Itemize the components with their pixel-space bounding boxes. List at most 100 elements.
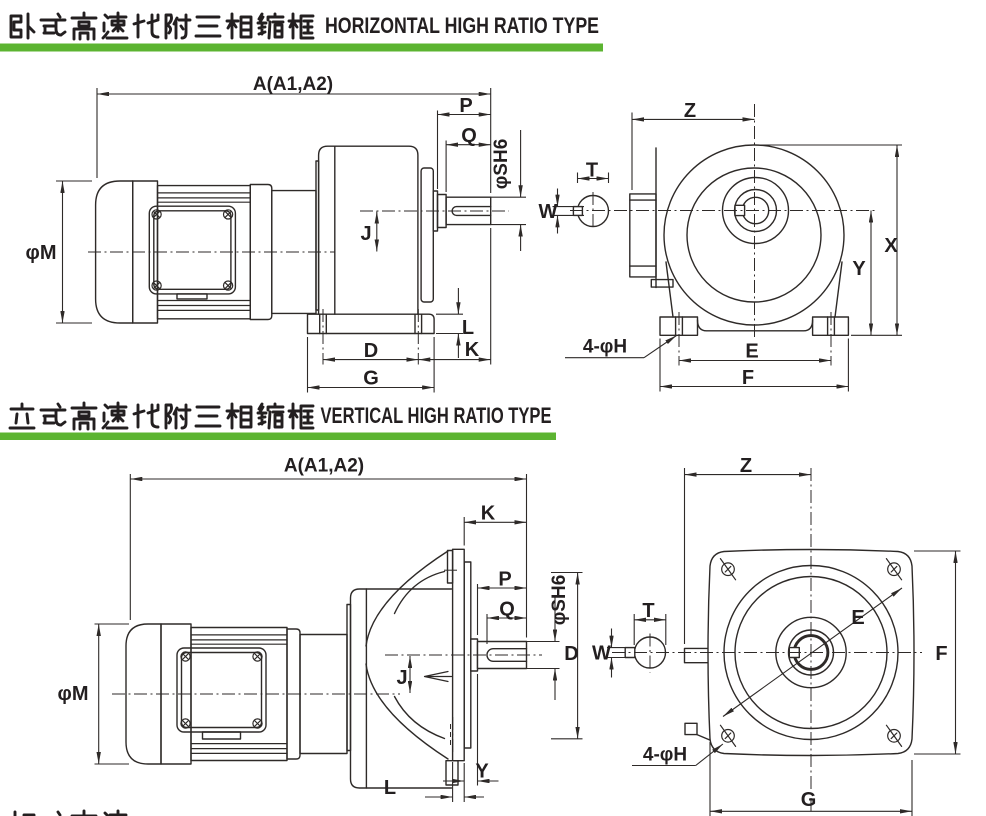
v-gear-housing [349,588,453,789]
header-vertical-en: VERTICAL HIGH RATIO TYPE [321,403,552,428]
v-bell-curve-bottom-1 [365,663,449,760]
dim-label-w: W [539,201,558,223]
base-hole-walls [319,313,423,335]
dim-label-k: K [465,339,480,361]
fv-pedestal-left [665,261,674,318]
line-work [914,550,961,755]
circle-feature [252,651,263,662]
v-dim-label-g: G [801,789,817,811]
circle-feature [887,562,901,577]
dim-label-e: E [745,341,758,363]
vfv-terminal-box [683,647,711,664]
circle-feature [887,728,901,743]
terminal-box-outer [148,205,237,295]
terminal-box-screws [151,209,234,291]
v-dim-label-y: Y [475,761,489,783]
v-dim-label-a: A(A1,A2) [284,456,364,477]
dim-label-z: Z [684,100,696,122]
v-flange-boss-bottom [445,760,459,786]
vertical-side-view-dims [94,474,583,802]
horizontal-side-view-labels: A(A1,A2) φM J P Q φSH6 L K D G [26,74,512,390]
dim-label-p: P [459,95,472,117]
dim-label-phim: φM [26,242,57,264]
dim-label-l: L [462,317,474,339]
v-dim-label-p: P [498,569,511,591]
base-hole-centerlines [322,309,419,365]
fv-pedestal-right [834,261,843,318]
horizontal-side-view-dims [56,88,526,393]
v-dim-label-k: K [481,503,496,525]
line-work [885,724,903,747]
horizontal-side-view [94,145,492,335]
circle-feature [222,280,234,291]
base-plate [306,313,435,335]
v-motor-fins [190,634,288,754]
output-shaft [445,196,492,226]
line-work [181,719,190,728]
v-flange-boss-top [446,549,454,584]
v-terminal-box-tab [201,731,242,740]
dim-label-t: T [586,160,598,182]
dim-label-y: Y [852,258,866,280]
header-horizontal-zh: 臥式高速比附三相縮框 [8,11,308,44]
header-horizontal: 臥式高速比附三相縮框 HORIZONTAL HIGH RATIO TYPE [0,11,603,52]
terminal-box-tab [176,293,208,300]
fv-motor-foot [650,278,674,288]
dim-label-q: Q [461,125,477,147]
line-work [885,558,903,581]
dim-label-d: D [364,340,378,362]
dimension-line [643,335,677,359]
footer-partial-text: 外形尺寸表 [8,810,158,816]
v-dim-label-l: L [384,777,396,799]
motor-fins [156,192,251,311]
line-work [56,180,92,324]
v-bell-curve-top-2 [393,570,446,615]
horizontal-front-view [572,144,850,336]
line-work [129,474,528,638]
dimension-line [695,743,724,766]
header-vertical: 立式高速比附三相縮框 VERTICAL HIGH RATIO TYPE [0,401,556,440]
v-dim-label-j: J [396,667,407,689]
gearbox-housing [317,145,419,315]
circle-feature [151,280,162,291]
fv-foot-hole-walls [674,316,836,336]
line-work [436,313,463,335]
line-work [253,652,262,661]
vertical-side-view-centerlines [112,569,542,755]
vfv-bolt-holes [719,558,903,747]
v-dim-label-z: Z [740,455,752,477]
fv-terminal-box-lines [629,199,657,267]
dim-label-x: X [884,235,898,257]
header-horizontal-en: HORIZONTAL HIGH RATIO TYPE [325,13,599,38]
fv-bearing-boss [721,176,790,245]
line-work [306,337,435,393]
fv-base-connector [696,319,814,332]
dim-label-phish6: φSH6 [491,139,512,190]
dimension-line [722,587,903,717]
circle-feature [721,562,735,577]
line-work [96,88,492,193]
v-dim-label-4phih: 4-φH [643,745,687,766]
v-terminal-box-inner [180,651,263,729]
line-work [719,724,737,747]
fv-terminal-box [629,193,657,278]
dim-label-j: J [360,223,371,245]
v-dim-label-t: T [642,600,654,622]
line-work [153,210,161,218]
line-work [719,558,737,581]
footer-partial-heading: 外形尺寸表 [8,809,158,816]
v-terminal-box-screws [180,651,263,729]
circle-feature [180,651,191,662]
horizontal-side-view-centerlines [88,210,509,365]
vertical-front-view-dims [607,468,961,816]
circle-feature [180,718,191,729]
line-work [756,144,902,336]
dim-label-g: G [363,368,379,390]
circle-feature [151,209,162,220]
dim-label-4phih: 4-φH [583,337,627,358]
header-vertical-green-bar [0,432,556,440]
circle-feature [721,728,735,743]
v-dim-label-e: E [851,607,864,629]
